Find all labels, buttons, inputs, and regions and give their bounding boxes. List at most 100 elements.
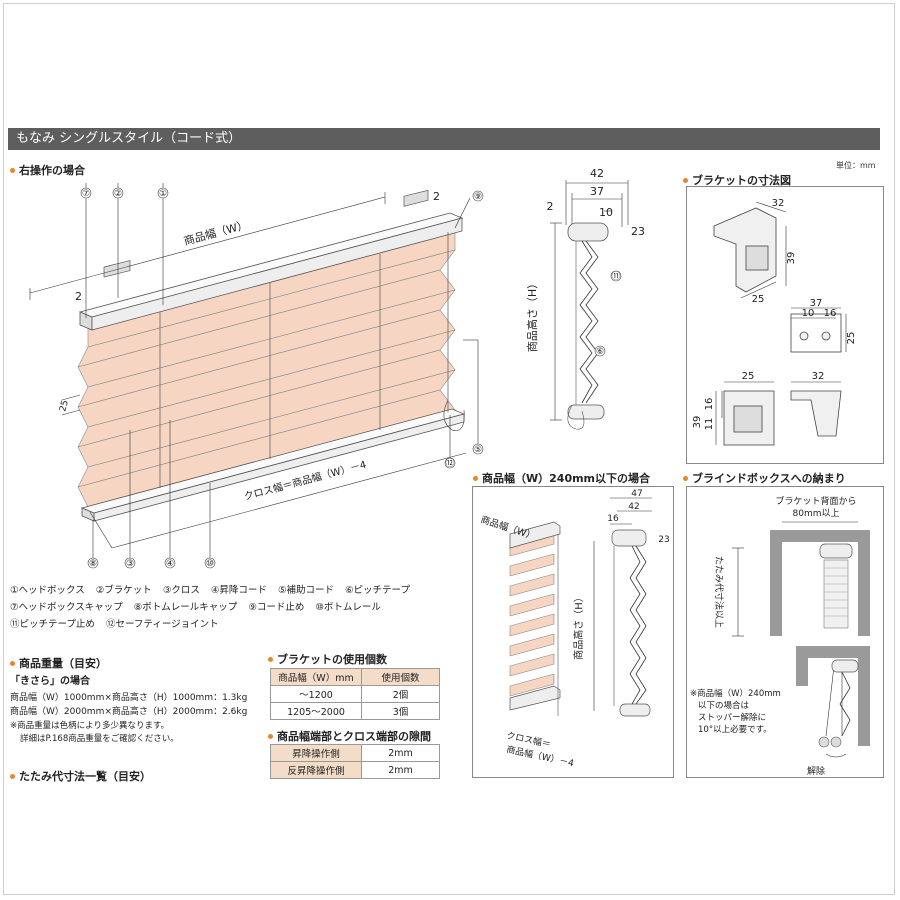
bracket-dim-25b: 25 [846, 332, 857, 345]
dim-2-left: 2 [75, 290, 82, 303]
bracket-dim-16b: 16 [704, 398, 715, 411]
blindbox-box [686, 486, 884, 778]
gap-table: 昇降操作側 2mm 反昇降操作側 2mm [270, 744, 440, 779]
legend-item: ⑧ボトムレールキャップ [133, 602, 238, 613]
legend-row-2: ⑦ヘッドボックスキャップ ⑧ボトムレールキャップ ⑨コード止め ⑩ボトムレール [10, 599, 418, 616]
page-title: もなみ シングルスタイル（コード式） [8, 128, 880, 150]
marker-10: ⑩ [206, 559, 214, 569]
headbox [78, 212, 464, 331]
box-note-3: ストッパー解除に [698, 712, 766, 723]
bracket-right [403, 189, 429, 207]
table-row: 反昇降操作側 2mm [270, 761, 440, 779]
legend-row-1: ①ヘッドボックス ②ブラケット ③クロス ④昇降コード ⑤補助コード ⑥ピッチテ… [10, 582, 418, 599]
table-cell: ～1200 [270, 685, 362, 703]
bracket-dim-32b: 32 [812, 371, 825, 382]
table-cell: 2mm [361, 761, 440, 779]
section-heading-blindbox: ブラインドボックスへの納まり [683, 470, 846, 486]
weight-line-2: 商品幅（W）2000mm×商品高さ（H）2000mm：2.6kg [10, 707, 248, 717]
bracket-dim-25c: 25 [742, 371, 755, 382]
legend-item: ⑫セーフティージョイント [105, 619, 219, 630]
side-dim-2: 2 [547, 200, 554, 213]
narrow-dim-23: 23 [658, 535, 669, 545]
marker-8: ⑧ [89, 559, 97, 569]
bracket-box [686, 186, 884, 464]
table-row: 1205～2000 3個 [270, 702, 440, 720]
legend-item: ⑤補助コード [277, 585, 334, 596]
bracket-drawing: 32 39 25 37 10 16 25 25 32 16 11 39 [692, 198, 857, 446]
box-note-1: ※商品幅（W）240mm [690, 688, 781, 699]
bracket-dim-32a: 32 [772, 198, 785, 209]
unit-label: 単位：mm [836, 161, 876, 170]
section-heading-gap: 商品幅端部とクロス端部の隙間 [268, 728, 431, 744]
bracket-count-table: 商品幅（W）mm 使用個数 ～1200 2個 1205～2000 3個 [270, 668, 440, 720]
table-cell: 昇降操作側 [270, 744, 362, 762]
narrow-width-label: 商品幅（W） [479, 513, 537, 542]
table-header-row: 商品幅（W）mm 使用個数 [270, 668, 440, 686]
table-cell: 1205～2000 [270, 702, 362, 720]
section-heading-bracket-count: ブラケットの使用個数 [268, 651, 387, 667]
side-dim-42: 42 [590, 167, 604, 180]
legend-item: ⑨コード止め [248, 602, 305, 613]
bullet-icon [473, 475, 478, 481]
bracket-dim-16a: 16 [824, 308, 837, 319]
bullet-icon [683, 177, 688, 183]
bracket-dim-10: 10 [802, 308, 815, 319]
legend-item: ①ヘッドボックス [10, 585, 85, 596]
marker-1: ① [159, 189, 167, 199]
side-dim-37: 37 [590, 185, 604, 198]
marker-6: ⑥ [596, 347, 604, 357]
legend-item: ⑩ボトムレール [315, 602, 381, 613]
marker-5: ⑤ [474, 445, 482, 455]
side-view-diagram: 42 37 10 2 23 商品高さ（H） ⑪ ⑥ [525, 167, 645, 430]
marker-4: ④ [166, 559, 174, 569]
table-cell: 3個 [361, 702, 440, 720]
section-heading-narrow: 商品幅（W）240mm以下の場合 [473, 470, 650, 486]
legend-row-3: ⑪ピッチテープ止め ⑫セーフティージョイント [10, 616, 418, 633]
table-cell: 反昇降操作側 [270, 761, 362, 779]
legend-item: ⑪ピッチテープ止め [10, 619, 95, 630]
main-blind-diagram: ⑦ ② ① ⑨ ⑤ ⑫ ⑧ ③ ④ ⑩ 商品幅（W） クロス幅＝商品幅（W）－4… [29, 183, 484, 569]
marker-2: ② [114, 189, 122, 199]
narrow-height-label: 商品高さ（H） [572, 592, 585, 660]
table-header: 商品幅（W）mm [270, 668, 362, 686]
box-note-top-2: 80mm以上 [793, 508, 840, 519]
narrow-dim-42: 42 [628, 502, 639, 512]
legend-item: ③クロス [162, 585, 200, 596]
dim-2-right: 2 [433, 190, 440, 203]
legend-item: ⑥ピッチテープ [345, 585, 410, 596]
narrow-dim-47: 47 [631, 489, 642, 499]
bracket-left [103, 260, 131, 278]
bracket-dim-25a: 25 [752, 294, 765, 305]
table-cell: 2mm [361, 744, 440, 762]
section-heading-fold: たたみ代寸法一覧（目安） [10, 768, 151, 784]
narrow-dim-16: 16 [607, 514, 619, 524]
marker-7: ⑦ [82, 189, 90, 199]
section-heading-weight: 商品重量（目安） [10, 655, 107, 671]
marker-12: ⑫ [445, 458, 454, 469]
box-note-top-1: ブラケット背面から [775, 495, 856, 507]
bullet-icon [10, 660, 15, 666]
dim-width-label: 商品幅（W） [182, 217, 249, 248]
section-heading-bracket: ブラケットの寸法図 [683, 172, 791, 188]
box-note-2: 以下の場合は [698, 700, 750, 711]
marker-3: ③ [126, 559, 134, 569]
table-header: 使用個数 [361, 668, 440, 686]
table-row: 昇降操作側 2mm [270, 744, 440, 762]
weight-note-2: 詳細はP.168商品重量をご確認ください。 [20, 734, 179, 744]
page-frame [3, 3, 895, 895]
weight-subheading: 「きさら」の場合 [10, 676, 90, 687]
legend-item: ②ブラケット [95, 585, 152, 596]
bullet-icon [10, 773, 15, 779]
table-row: ～1200 2個 [270, 685, 440, 703]
bullet-icon [683, 475, 688, 481]
weight-line-1: 商品幅（W）1000mm×商品高さ（H）1000mm：1.3kg [10, 693, 248, 703]
blindbox-drawing: ブラケット背面から 80mm以上 解除 たたみ代寸法以上 ※商品幅（W）240m… [690, 495, 870, 777]
side-dim-23: 23 [631, 225, 645, 238]
bullet-icon [268, 733, 273, 739]
box-release-label: 解除 [807, 765, 825, 777]
bullet-icon [10, 167, 15, 173]
section-heading-right-operation: 右操作の場合 [10, 162, 85, 178]
cloth-pleats [77, 229, 456, 508]
lift-cords [159, 232, 465, 488]
side-height-label: 商品高さ（H） [525, 278, 539, 352]
